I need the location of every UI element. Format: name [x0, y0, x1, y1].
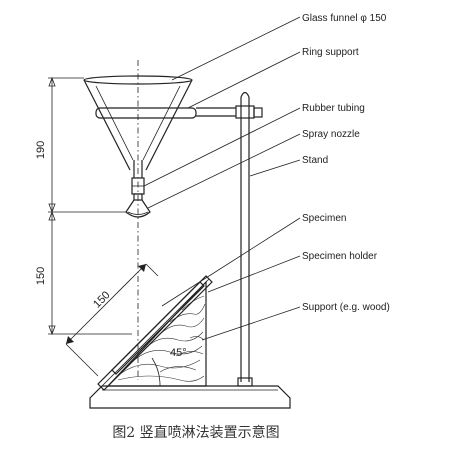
dimension-150-diagonal: 150: [91, 289, 112, 310]
specimen: [111, 281, 205, 375]
stand-rod: [237, 91, 253, 387]
label-ring-support: Ring support: [302, 47, 359, 58]
dimension-190: 190: [35, 141, 47, 159]
label-support: Support (e.g. wood): [302, 302, 390, 313]
vertical-dimensions: [48, 76, 132, 336]
leader-lines: [143, 16, 301, 341]
wood-support: [106, 280, 207, 387]
label-specimen: Specimen: [302, 213, 346, 224]
angle-arc: [151, 357, 161, 387]
base-plate: [89, 385, 291, 409]
label-rubber-tubing: Rubber tubing: [302, 103, 365, 114]
label-stand: Stand: [302, 155, 328, 166]
glass-funnel: [83, 75, 197, 178]
figure-caption: 图2 竖直喷淋法装置示意图: [112, 424, 279, 441]
angle-label: 45°: [170, 347, 187, 359]
diagonal-dimension: [65, 263, 159, 377]
dimension-150-vertical: 150: [35, 267, 47, 285]
label-spray-nozzle: Spray nozzle: [302, 129, 360, 140]
label-glass-funnel: Glass funnel φ 150: [302, 13, 387, 24]
ring-clamp: [196, 105, 263, 119]
label-specimen-holder: Specimen holder: [302, 251, 378, 262]
